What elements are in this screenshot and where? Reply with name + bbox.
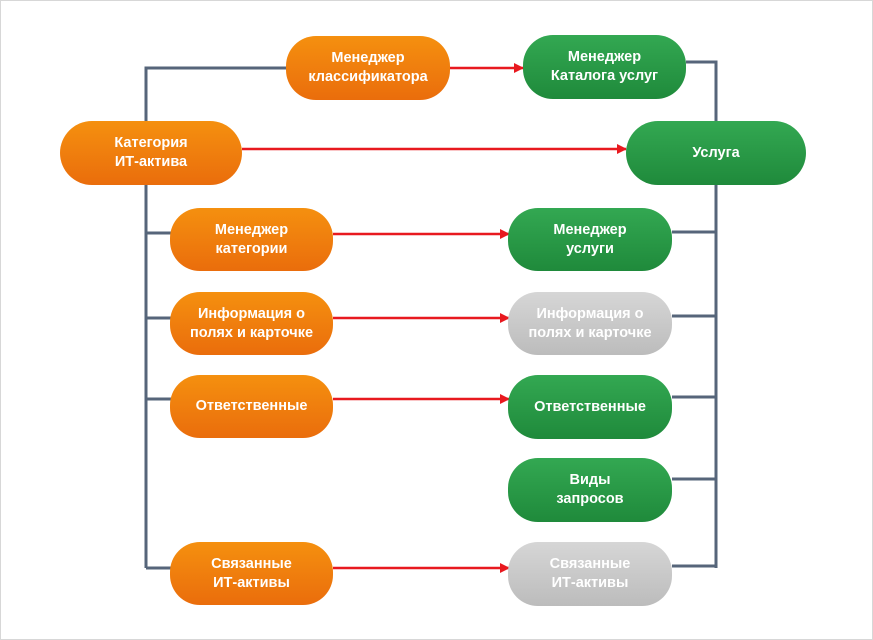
- left-bus-line: [144, 66, 292, 121]
- node-related-it-assets-left: Связанные ИТ-активы: [170, 542, 333, 605]
- node-related-it-assets-right: Связанные ИТ-активы: [508, 542, 672, 606]
- node-classifier-manager: Менеджер классификатора: [286, 36, 450, 100]
- node-catalog-manager: Менеджер Каталога услуг: [523, 35, 686, 99]
- node-request-types: Виды запросов: [508, 458, 672, 522]
- node-it-asset-category: Категория ИТ-актива: [60, 121, 242, 185]
- node-field-card-info-left: Информация о полях и карточке: [170, 292, 333, 355]
- right-bus-line: [686, 60, 718, 122]
- node-responsible-left: Ответственные: [170, 375, 333, 438]
- node-field-card-info-right: Информация о полях и карточке: [508, 292, 672, 355]
- node-service: Услуга: [626, 121, 806, 185]
- node-service-manager: Менеджер услуги: [508, 208, 672, 271]
- node-category-manager: Менеджер категории: [170, 208, 333, 271]
- node-responsible-right: Ответственные: [508, 375, 672, 439]
